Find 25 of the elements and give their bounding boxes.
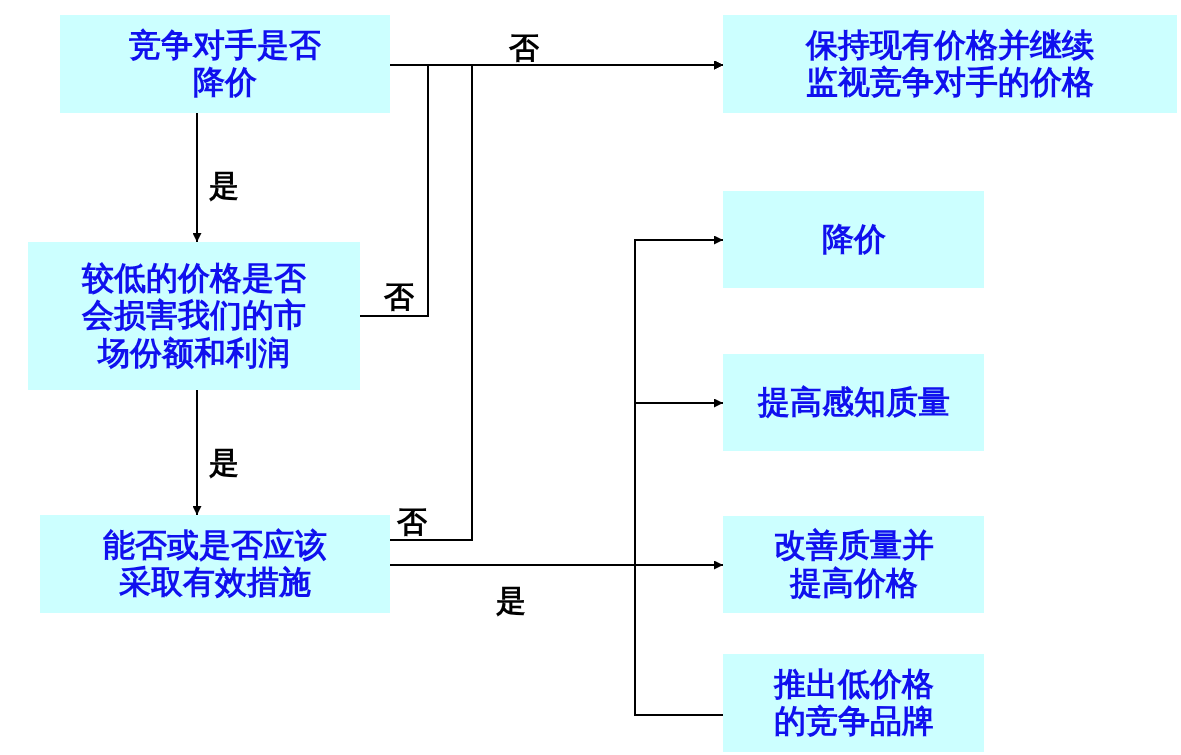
box-text: 提高感知质量: [756, 383, 951, 422]
edge-label: 否: [508, 32, 540, 64]
edge-label: 是: [208, 447, 240, 479]
process-box: [723, 354, 984, 451]
arrow: [192, 112, 202, 243]
arrow: [192, 389, 202, 516]
box-text: 保持现有价格并继续监视竞争对手的价格: [804, 26, 1095, 102]
arrow: [389, 60, 724, 541]
process-box: [723, 15, 1177, 113]
process-box: [723, 516, 984, 613]
edge-label: 是: [208, 170, 240, 202]
box-text: 较低的价格是否会损害我们的市场份额和利润: [80, 260, 307, 372]
box-text: 降价: [820, 220, 887, 259]
process-box: [28, 242, 360, 390]
process-box: [60, 15, 390, 113]
edge-label: 否: [396, 506, 428, 538]
edge-label: 是: [495, 585, 527, 617]
box-text: 能否或是否应该采取有效措施: [102, 526, 328, 602]
box-text: 改善质量并提高价格: [772, 527, 935, 602]
box-text: 竞争对手是否降价: [128, 26, 322, 102]
process-box: [723, 191, 984, 288]
box-text: 推出低价格的竞争品牌: [772, 665, 935, 741]
process-box: [723, 654, 984, 752]
edge-label: 否: [383, 281, 415, 313]
process-box: [40, 515, 390, 613]
